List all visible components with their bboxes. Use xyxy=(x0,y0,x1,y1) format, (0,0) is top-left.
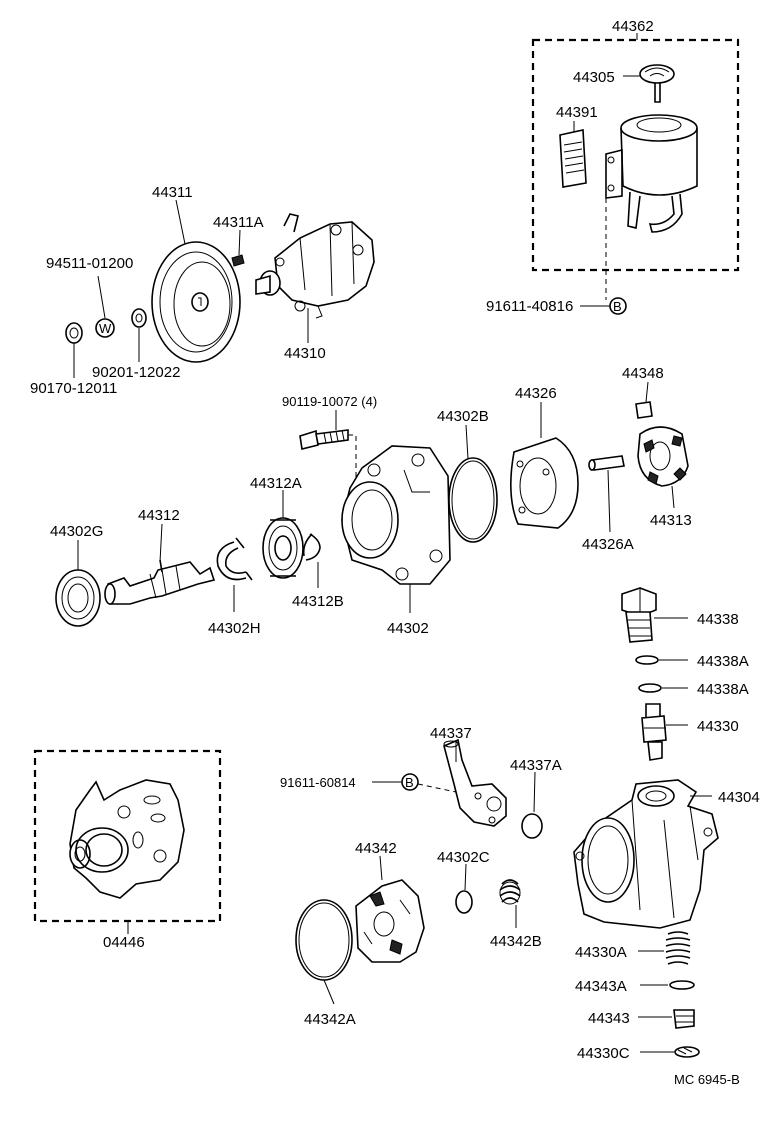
label-44312B: 44312B xyxy=(292,593,344,610)
o-ring-44338a-lower xyxy=(638,683,662,693)
label-44305: 44305 xyxy=(573,69,615,86)
o-ring-44338a-upper xyxy=(635,655,659,665)
o-ring-44302c xyxy=(455,890,473,914)
oil-seal-part xyxy=(55,569,101,627)
label-44330: 44330 xyxy=(697,718,739,735)
label-44302C: 44302C xyxy=(437,849,490,866)
pump-assembly-part xyxy=(255,213,375,319)
snap-ring-44312b-part xyxy=(302,533,321,561)
vane-part xyxy=(635,401,653,419)
label-44302G: 44302G xyxy=(50,523,103,540)
label-44348: 44348 xyxy=(622,365,664,382)
rotor-part xyxy=(637,426,689,487)
label-44304: 44304 xyxy=(718,789,760,806)
reservoir-cap-part xyxy=(639,64,675,103)
pin-44326a-part xyxy=(588,455,625,471)
reservoir-kit-group: 44362 44305 44391 xyxy=(531,18,740,300)
o-ring-44337a xyxy=(521,813,543,839)
rear-housing-part xyxy=(573,779,719,929)
woodruff-key-part xyxy=(231,254,245,267)
washer-w-letter: W xyxy=(99,321,112,336)
spring-44330a-part xyxy=(665,931,691,965)
shaft-part xyxy=(104,559,216,605)
label-44302H: 44302H xyxy=(208,620,261,637)
suction-port-part xyxy=(443,738,507,827)
label-44313: 44313 xyxy=(650,512,692,529)
seat-44330c-part xyxy=(674,1046,700,1058)
label-90170-12011: 90170-12011 xyxy=(30,380,117,397)
reservoir-tank-part xyxy=(605,114,698,233)
label-44330C: 44330C xyxy=(577,1045,630,1062)
gasket-kit-group xyxy=(33,749,222,923)
label-44326: 44326 xyxy=(515,385,557,402)
reservoir-kit-dashed-box xyxy=(531,38,740,272)
side-plate-part xyxy=(355,879,425,963)
label-44338A-upper: 44338A xyxy=(697,653,749,670)
label-44312A: 44312A xyxy=(250,475,302,492)
front-housing-part xyxy=(341,445,451,585)
label-44326A: 44326A xyxy=(582,536,634,553)
caution-label-part xyxy=(559,129,587,188)
bolt-part xyxy=(299,429,349,450)
marker-b-lower-letter: B xyxy=(405,775,414,790)
label-94511-01200: 94511-01200 xyxy=(46,255,133,272)
label-44343A: 44343A xyxy=(575,978,627,995)
marker-b-top-letter: B xyxy=(613,299,622,314)
label-90119-10072: 90119-10072 (4) xyxy=(282,394,377,409)
spring-44342b-part xyxy=(499,879,521,905)
label-44311: 44311 xyxy=(152,184,193,201)
plug-44343-part xyxy=(673,1009,695,1029)
label-44302B: 44302B xyxy=(437,408,489,425)
label-44337: 44337 xyxy=(430,725,472,742)
label-04446: 04446 xyxy=(103,934,145,951)
label-44342B: 44342B xyxy=(490,933,542,950)
union-bolt-part xyxy=(621,587,657,643)
label-44391: 44391 xyxy=(556,104,598,121)
label-91611-60814: 91611-60814 xyxy=(280,775,356,790)
washer-part xyxy=(131,308,147,328)
label-91611-40816: 91611-40816 xyxy=(486,298,573,315)
cam-ring-part xyxy=(510,437,579,529)
label-44343: 44343 xyxy=(588,1010,630,1027)
label-90201-12022: 90201-12022 xyxy=(92,364,180,381)
washer-w-part: W xyxy=(95,318,115,338)
label-44338A-lower: 44338A xyxy=(697,681,749,698)
label-44312: 44312 xyxy=(138,507,180,524)
nut-part xyxy=(65,322,83,344)
drawing-reference-code: MC 6945-B xyxy=(674,1072,740,1087)
label-44362: 44362 xyxy=(612,18,654,35)
o-ring-44302b-part xyxy=(448,457,498,543)
label-44311A: 44311A xyxy=(213,214,264,231)
label-44338: 44338 xyxy=(697,611,739,628)
label-44342A: 44342A xyxy=(304,1011,356,1028)
control-valve-part xyxy=(641,703,667,761)
label-44337A: 44337A xyxy=(510,757,562,774)
o-ring-44342a-part xyxy=(295,899,353,981)
o-ring-44343a xyxy=(669,980,695,990)
label-44342: 44342 xyxy=(355,840,397,857)
bearing-part xyxy=(262,517,304,579)
label-44302: 44302 xyxy=(387,620,429,637)
label-44310: 44310 xyxy=(284,345,326,362)
snap-ring-44302h-part xyxy=(216,537,253,581)
label-44330A: 44330A xyxy=(575,944,627,961)
pulley-part xyxy=(151,241,241,363)
